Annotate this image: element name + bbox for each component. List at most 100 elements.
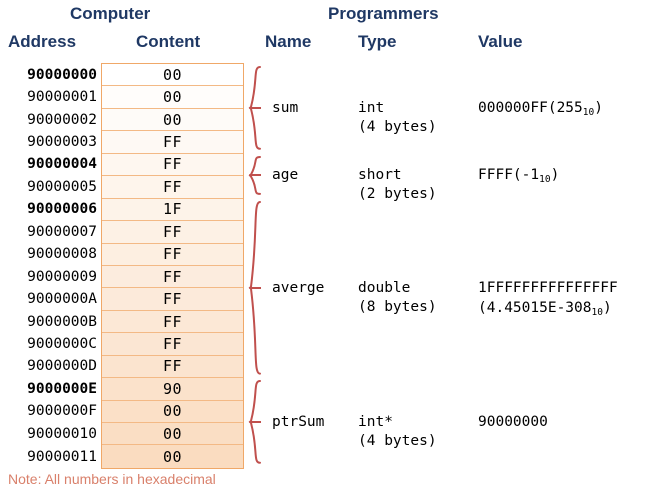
group-brace <box>248 66 261 150</box>
column-header-content: Content <box>136 32 201 51</box>
variable-type-size: (4 bytes) <box>358 433 437 450</box>
header-computer: Computer <box>70 4 151 23</box>
memory-row: 90000005 FF <box>27 176 243 199</box>
memory-row: 90000006 1F <box>27 198 243 222</box>
memory-row: 90000009 FF <box>27 265 243 289</box>
variable-name: sum <box>272 99 299 116</box>
memory-content-cell: 00 <box>162 110 183 129</box>
memory-address-label: 90000008 <box>27 246 97 263</box>
memory-content-cell: FF <box>162 312 183 331</box>
memory-row: 90000011 00 <box>27 445 243 468</box>
memory-address-label: 90000005 <box>27 178 97 195</box>
variable-value-line2-tail: ) <box>602 299 612 316</box>
memory-address-label: 9000000B <box>27 313 97 330</box>
group-brace-tip <box>249 286 261 289</box>
variable-value-line1-hex: FFFF(-1 <box>478 167 540 184</box>
memory-address-label: 9000000A <box>27 291 97 308</box>
variable-name: averge <box>272 279 325 296</box>
variable-value: 90000000 <box>478 413 548 433</box>
memory-address-label: 90000011 <box>27 448 97 465</box>
variable-value-line2-hex: (4.45015E-308 <box>478 299 592 316</box>
footnote-hexadecimal: Note: All numbers in hexadecimal <box>8 471 216 487</box>
memory-address-label: 9000000D <box>27 358 97 375</box>
memory-row: 90000004 FF <box>27 153 243 177</box>
memory-address-label: 9000000E <box>27 380 97 397</box>
memory-row: 90000007 FF <box>27 221 243 244</box>
memory-address-label: 90000003 <box>27 134 97 151</box>
variable-value-line2-subscript: 10 <box>591 306 603 318</box>
memory-content-cell: FF <box>162 222 183 241</box>
memory-address-label: 90000001 <box>27 89 97 106</box>
variable-value: 000000FF(25510) <box>478 99 603 119</box>
memory-address-label: 90000006 <box>27 201 97 218</box>
memory-address-label: 90000007 <box>27 223 97 240</box>
memory-content-cell: FF <box>162 290 183 309</box>
variable-type: int (4 bytes) <box>358 99 437 137</box>
column-header-type: Type <box>358 32 397 51</box>
column-header-address: Address <box>8 32 77 51</box>
group-brace <box>248 200 261 375</box>
variable-value: FFFF(-110) <box>478 166 559 186</box>
variable-type-size: (2 bytes) <box>358 186 437 203</box>
memory-address-label: 90000004 <box>27 156 97 173</box>
variable-value-line1-hex: 1FFFFFFFFFFFFFFF <box>478 279 618 296</box>
variable-value-line1-hex: 90000000 <box>478 414 548 431</box>
variable-type: int* (4 bytes) <box>358 413 437 451</box>
memory-row: 9000000F 00 <box>27 400 243 423</box>
memory-content-cell: 00 <box>162 447 183 466</box>
variable-name: ptrSum <box>272 414 325 431</box>
memory-content-cell: FF <box>162 155 183 174</box>
memory-row: 9000000D FF <box>27 355 243 379</box>
variable-value-line1-hex: 000000FF(255 <box>478 99 583 116</box>
memory-content-cell: FF <box>162 267 183 286</box>
variable-type-name: double <box>358 279 411 296</box>
group-brace-tip <box>249 174 261 177</box>
memory-address-label: 9000000F <box>27 403 97 420</box>
memory-row: 90000001 00 <box>27 86 243 109</box>
memory-address-label: 90000002 <box>27 111 97 128</box>
memory-row: 9000000C FF <box>27 333 243 356</box>
group-brace <box>248 380 261 465</box>
variable-value-line1: FFFF(-110) <box>478 166 559 186</box>
memory-content-cell: 1F <box>162 200 183 219</box>
memory-content-cell: FF <box>162 245 183 264</box>
header-programmers: Programmers <box>328 4 439 23</box>
group-brace-tip <box>249 106 261 109</box>
variable-value-line1-subscript: 10 <box>539 174 551 186</box>
variable-value-line2: (4.45015E-30810) <box>478 299 618 319</box>
memory-content-cell: FF <box>162 334 183 353</box>
variable-type-size: (8 bytes) <box>358 298 437 315</box>
variable-type-name: int* <box>358 414 393 431</box>
memory-row: 9000000A FF <box>27 288 243 311</box>
variable-type-name: short <box>358 167 402 184</box>
group-brace <box>248 155 261 195</box>
memory-content-cell: FF <box>162 357 183 376</box>
memory-row: 90000002 00 <box>27 108 243 132</box>
variable-value-line1: 1FFFFFFFFFFFFFFF <box>478 279 618 299</box>
variable-value-line1: 90000000 <box>478 413 548 433</box>
variable-name: age <box>272 167 299 184</box>
memory-content-cell: 00 <box>162 88 183 107</box>
memory-content-cell: 00 <box>162 424 183 443</box>
variable-value-line1-subscript: 10 <box>582 106 595 118</box>
memory-content-cell: 00 <box>162 402 183 421</box>
variable-type-size: (4 bytes) <box>358 118 437 135</box>
memory-row: 9000000B FF <box>27 310 243 334</box>
variable-type-name: int <box>358 99 385 116</box>
memory-address-label: 9000000C <box>27 335 97 352</box>
variable-type: short (2 bytes) <box>358 166 437 204</box>
column-header-value: Value <box>478 32 523 51</box>
memory-address-label: 90000009 <box>27 268 97 285</box>
memory-content-cell: FF <box>162 177 183 196</box>
variable-value-line1-tail: ) <box>594 99 603 116</box>
column-header-name: Name <box>265 32 312 51</box>
group-brace-tip <box>249 421 261 424</box>
variable-type: double (8 bytes) <box>358 279 437 317</box>
memory-address-label: 90000000 <box>27 66 97 83</box>
